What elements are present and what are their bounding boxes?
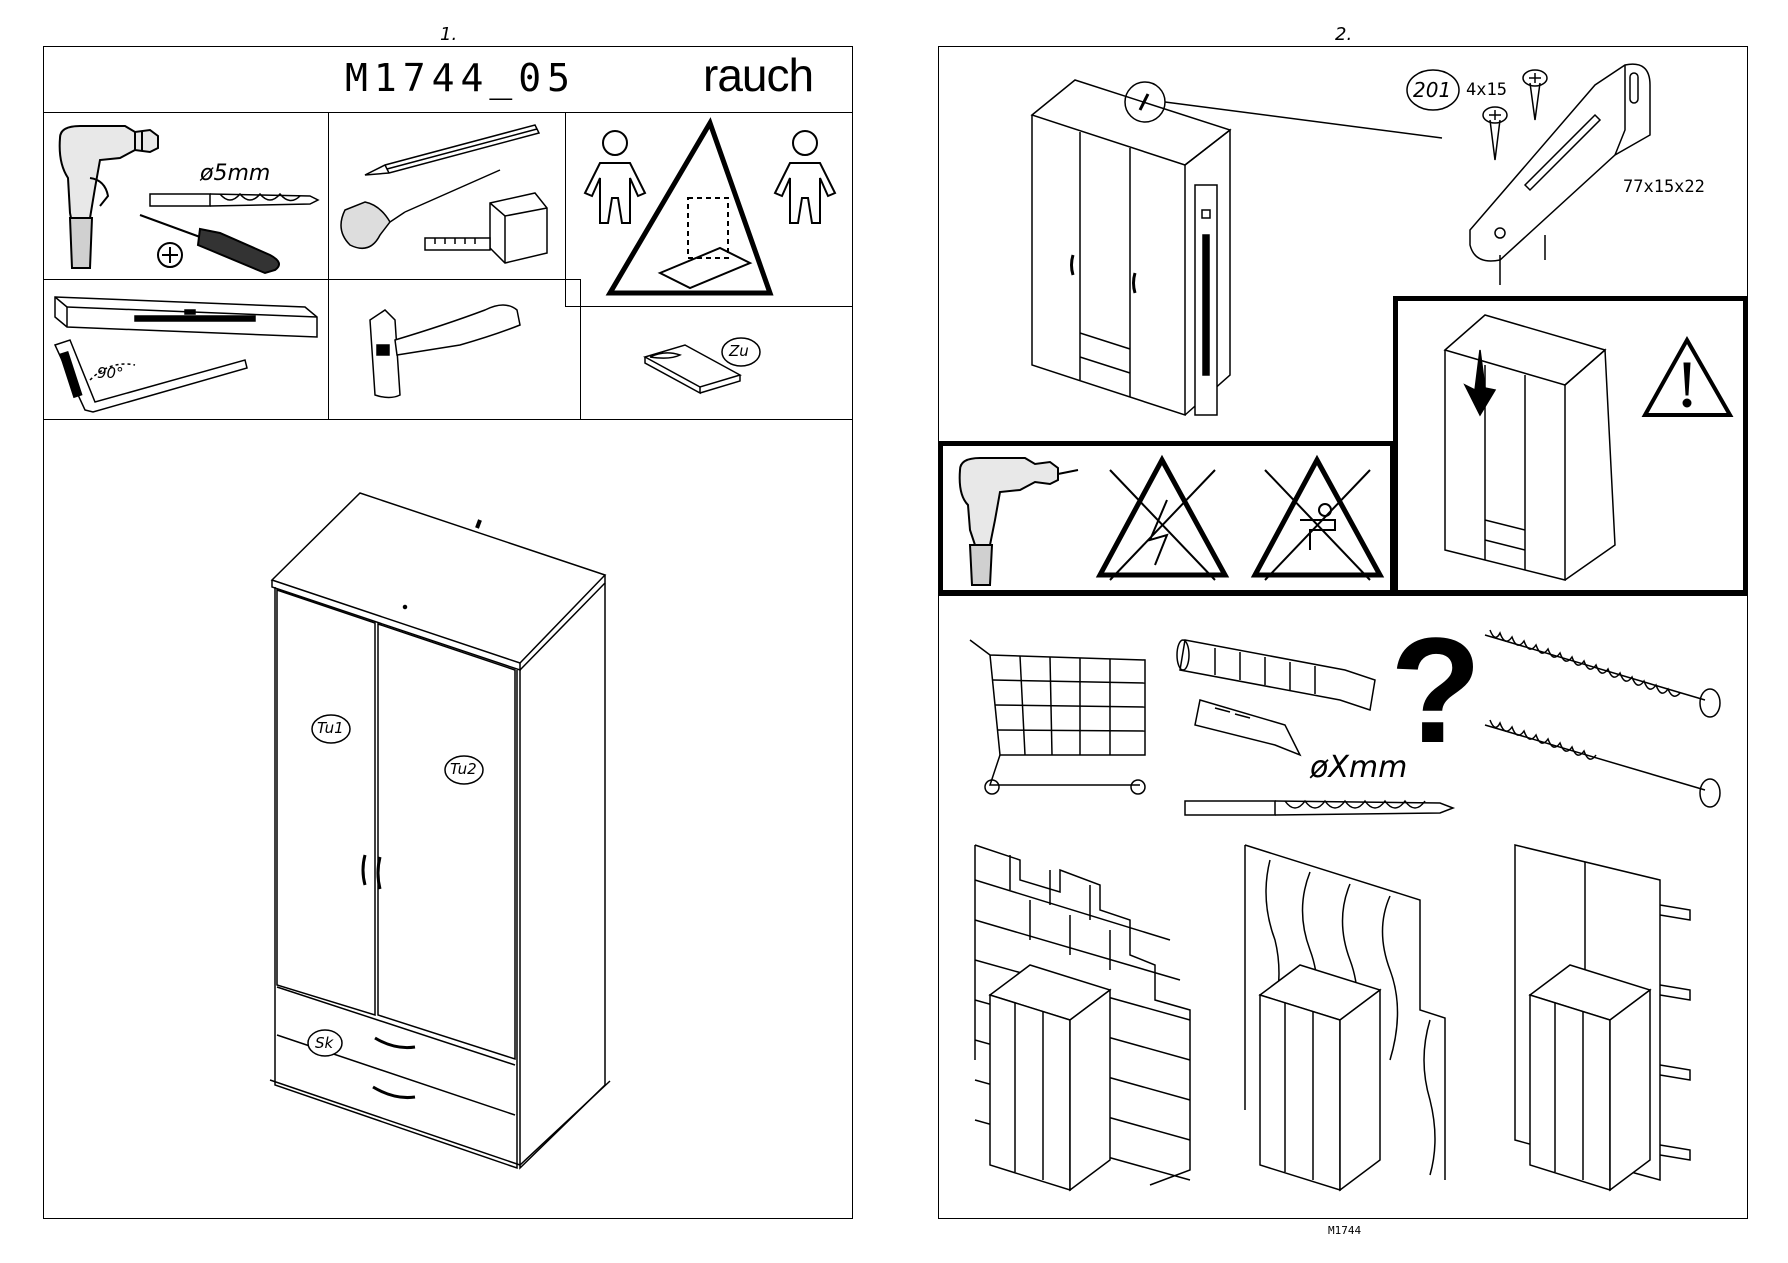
shopping-cart-icon	[969, 639, 1146, 795]
drilling-warning-box	[938, 441, 1395, 595]
part-label-circle-sk	[307, 1029, 343, 1057]
drill-bit-size-label: ø5mm	[200, 161, 271, 186]
angle-bracket-icon	[1469, 63, 1651, 285]
no-water-pipe-icon	[1250, 454, 1385, 581]
caution-triangle-icon	[1641, 335, 1734, 417]
pencil-icon	[364, 124, 541, 176]
drill-bit-icon	[149, 192, 320, 207]
two-persons-warning-icon	[583, 117, 837, 296]
bracket-size-label: 77x15x22	[1623, 177, 1705, 197]
question-mark-icon: ?	[1390, 606, 1482, 774]
spirit-level-icon	[54, 296, 318, 338]
tape-measure-icon	[424, 192, 548, 264]
page-2-divider	[938, 595, 1748, 596]
drill-icon-warning	[958, 457, 1079, 586]
detail-callout	[1124, 81, 1443, 139]
hammer-icon	[369, 304, 521, 399]
tipping-wardrobe-icon	[1443, 314, 1616, 581]
part-number-201: 201	[1413, 78, 1452, 102]
part-label-circle-tu2	[444, 755, 484, 785]
awl-icon	[340, 169, 501, 250]
closed-label-circle	[721, 337, 761, 367]
tipping-warning-box	[1393, 296, 1748, 595]
drill-size-variable-label: øXmm	[1310, 750, 1408, 785]
try-square-icon	[53, 339, 248, 413]
page-2-frame	[938, 46, 1748, 1219]
brand-logo: rauch	[703, 49, 814, 101]
part-number-circle	[1406, 69, 1460, 111]
model-code: M1744_05	[345, 56, 577, 100]
screw-size-label: 4x15	[1466, 80, 1507, 100]
page-1-frame	[43, 46, 853, 1219]
long-screws-icon	[1484, 629, 1721, 808]
drill-bit-icon-2	[1184, 799, 1456, 816]
part-label-tu1: Tu1	[317, 719, 344, 737]
no-electric-cable-icon	[1095, 454, 1230, 581]
board-closed-icon	[643, 344, 742, 395]
wardrobe-3-door-with-level-illustration	[1030, 79, 1232, 417]
page-number-1: 1.	[440, 24, 458, 45]
part-label-circle-tu1	[311, 714, 351, 744]
part-label-sk: Sk	[315, 1034, 334, 1052]
page-number-2: 2.	[1335, 24, 1353, 45]
closed-label: Zu	[729, 342, 749, 360]
brick-wall-wardrobe-illustration	[974, 844, 1191, 1192]
wood-wall-wardrobe-illustration	[1244, 844, 1446, 1192]
wardrobe-2-door-illustration	[269, 492, 611, 1170]
screwdriver-icon	[139, 214, 280, 275]
wall-plug-icon	[1176, 639, 1376, 757]
stud-wall-wardrobe-illustration	[1514, 844, 1691, 1192]
footer-model-code: M1744	[1328, 1224, 1362, 1237]
cordless-drill-icon	[58, 125, 159, 269]
page-1-main-divider	[43, 419, 853, 420]
screw-icon	[1482, 69, 1548, 161]
part-label-tu2: Tu2	[450, 760, 477, 778]
square-angle-label: 90°	[97, 364, 124, 382]
